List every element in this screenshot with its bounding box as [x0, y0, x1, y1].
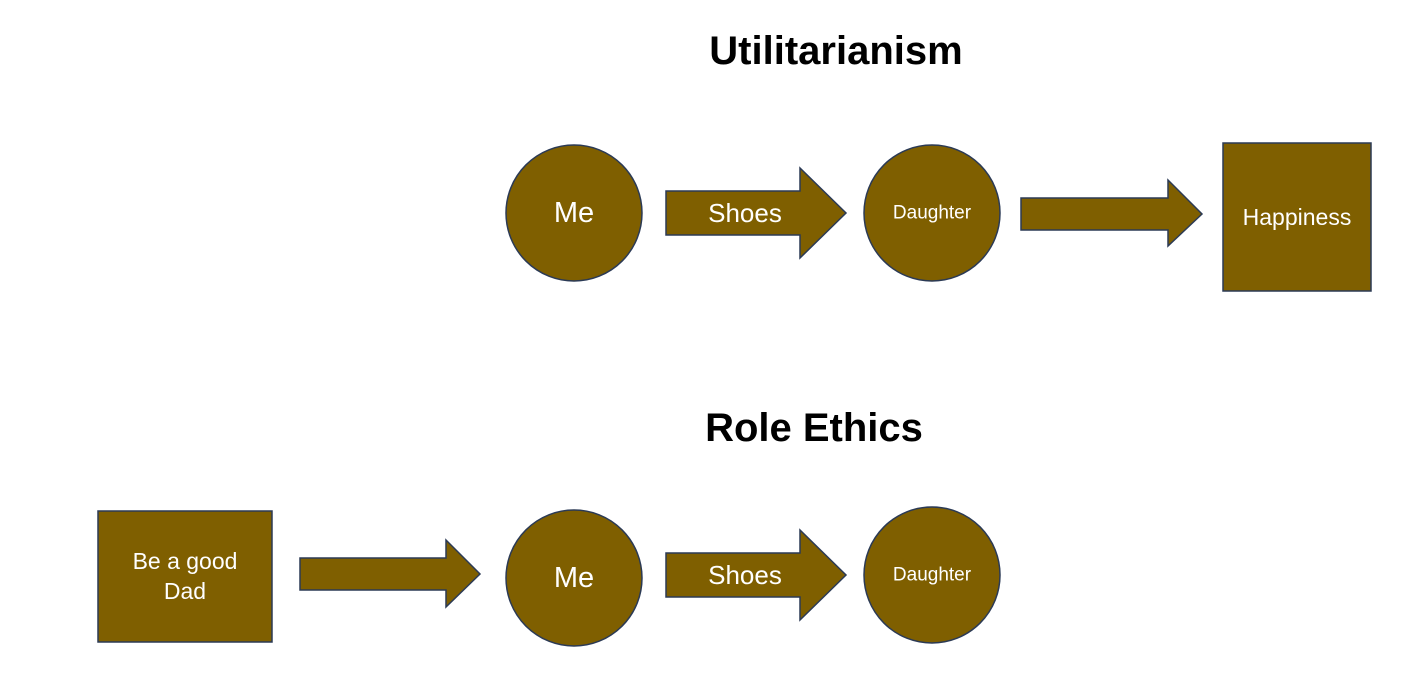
- role-me-label: Me: [554, 562, 594, 594]
- util-daughter-circle: [863, 144, 1001, 282]
- util-shoes-label: Shoes: [708, 198, 782, 228]
- util-daughter-label: Daughter: [893, 203, 972, 224]
- util-happiness-box: [1222, 142, 1372, 292]
- role-dad-arrow: [299, 538, 482, 609]
- role-dad-box: [97, 510, 273, 643]
- role-ethics-title: Role Ethics: [705, 406, 923, 450]
- role-dad-arrow-shape: [299, 538, 482, 609]
- role-dad-node: Be a good Dad: [97, 510, 273, 643]
- util-shoes-arrow: Shoes: [665, 166, 848, 260]
- util-happiness-label: Happiness: [1243, 204, 1352, 230]
- util-daughter-node: Daughter: [863, 144, 1001, 282]
- util-shoes-arrow-shape: [665, 166, 848, 260]
- role-dad-label-line1: Be a good: [133, 548, 238, 574]
- role-daughter-circle: [863, 506, 1001, 644]
- util-happiness-node: Happiness: [1222, 142, 1372, 292]
- util-me-circle: [505, 144, 643, 282]
- role-dad-label-line2: Dad: [164, 578, 206, 604]
- util-outcome-arrow: [1020, 178, 1204, 248]
- util-outcome-arrow-shape: [1020, 178, 1204, 248]
- role-me-node: Me: [505, 509, 643, 647]
- role-daughter-label: Daughter: [893, 565, 972, 586]
- util-me-label: Me: [554, 197, 594, 229]
- role-daughter-node: Daughter: [863, 506, 1001, 644]
- utilitarianism-title: Utilitarianism: [709, 29, 963, 73]
- role-shoes-arrow-shape: [665, 528, 848, 622]
- role-shoes-arrow: Shoes: [665, 528, 848, 622]
- util-me-node: Me: [505, 144, 643, 282]
- role-shoes-label: Shoes: [708, 560, 782, 590]
- role-me-circle: [505, 509, 643, 647]
